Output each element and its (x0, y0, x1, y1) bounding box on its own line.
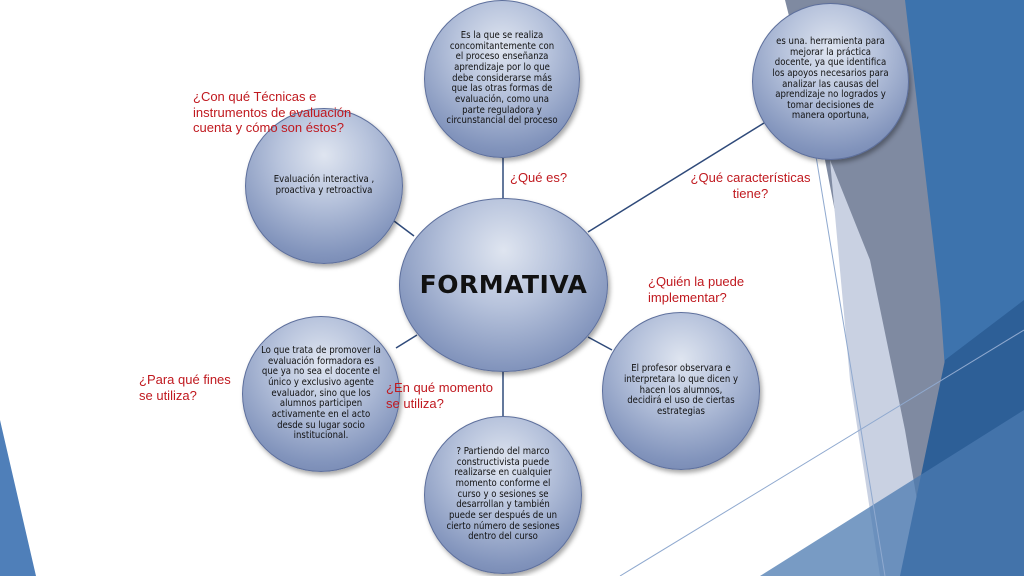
connector-quien (587, 336, 613, 351)
node-tecnicas-text: Evaluación interactiva , proactiva y ret… (273, 174, 375, 196)
deco-shape-left (0, 420, 36, 576)
node-momento-text: ? Partiendo del marco constructivista pu… (446, 446, 560, 543)
deco-line-1 (619, 329, 1024, 576)
central-node: FORMATIVA (399, 198, 608, 372)
question-quien: ¿Quién la puede implementar? (648, 274, 745, 305)
node-caracteristicas-text: es una. herramienta para mejorar la prác… (772, 36, 889, 122)
connector-caracteristicas (587, 122, 765, 233)
node-tecnicas: Evaluación interactiva , proactiva y ret… (245, 108, 403, 264)
node-momento: ? Partiendo del marco constructivista pu… (424, 416, 582, 574)
node-que-es: Es la que se realiza concomitantemente c… (424, 0, 580, 158)
question-para-que: ¿Para qué fines se utiliza? (139, 372, 231, 403)
node-caracteristicas: es una. herramienta para mejorar la prác… (752, 3, 909, 160)
deco-line-2 (814, 149, 886, 576)
node-quien: El profesor observara e interpretara lo … (602, 312, 760, 470)
question-momento: ¿En qué momento se utiliza? (386, 380, 493, 411)
deco-shape-bottom-right (760, 410, 1024, 576)
node-que-es-text: Es la que se realiza concomitantemente c… (446, 30, 558, 127)
deco-shape-right-light (830, 160, 930, 576)
node-para-que-text: Lo que trata de promover la evaluación f… (261, 345, 381, 442)
connector-para-que (395, 334, 418, 349)
question-tecnicas: ¿Con qué Técnicas e instrumentos de eval… (193, 89, 352, 136)
connector-tecnicas (393, 220, 415, 237)
question-que-es: ¿Qué es? (510, 170, 568, 185)
node-para-que: Lo que trata de promover la evaluación f… (242, 316, 400, 472)
question-caracteristicas: ¿Qué características tiene? (690, 170, 811, 201)
node-quien-text: El profesor observara e interpretara lo … (623, 363, 739, 417)
central-node-label: FORMATIVA (419, 270, 588, 299)
